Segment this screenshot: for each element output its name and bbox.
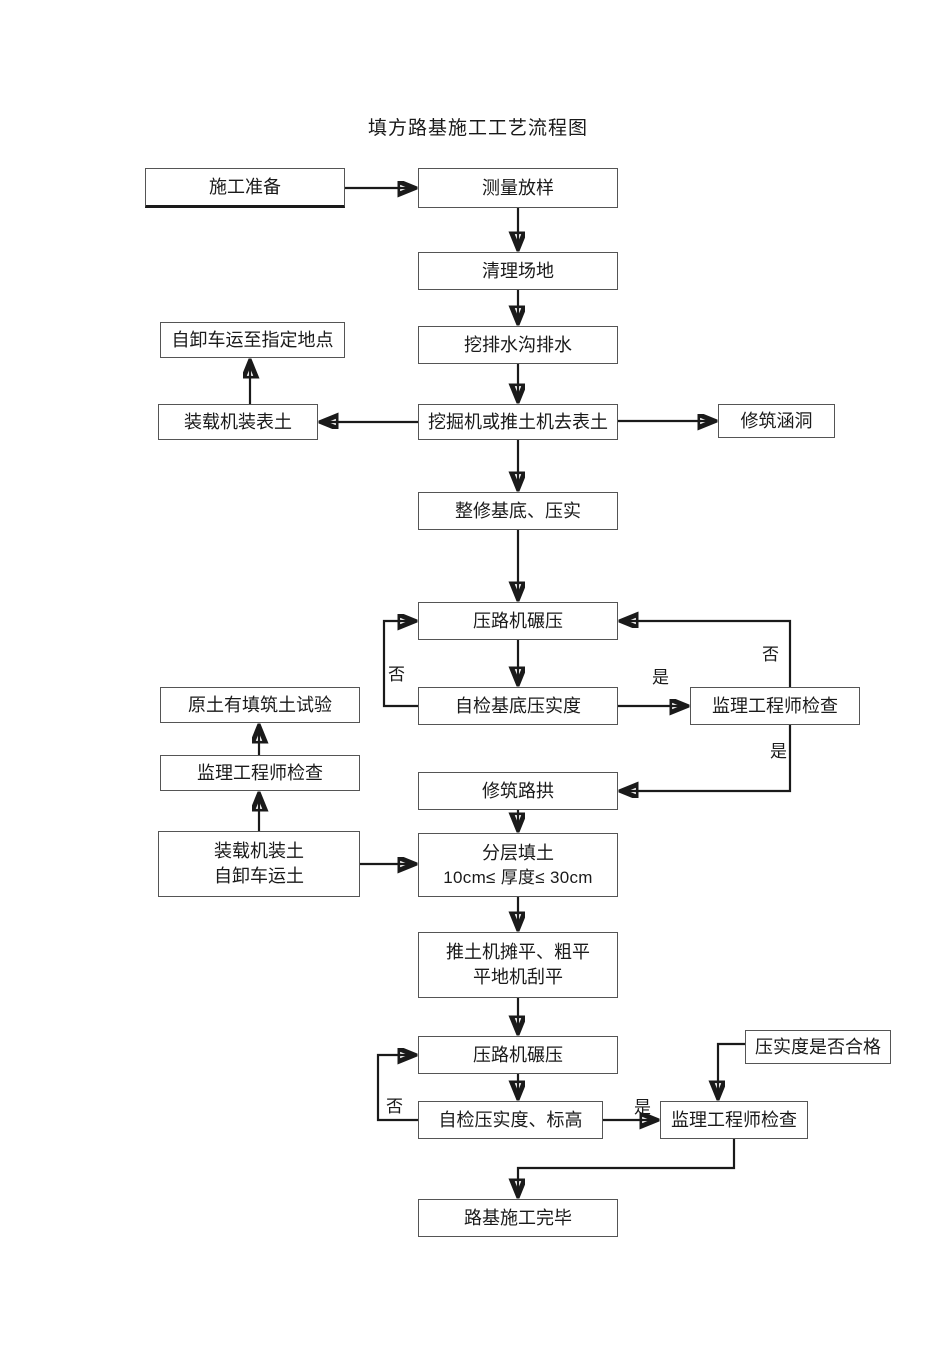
node-label: 自检压实度、标高 [438, 1109, 583, 1130]
edge-label-yes-1: 是 [652, 668, 669, 687]
node-label: 监理工程师检查 [197, 762, 323, 783]
node-excavator-strip-topsoil[interactable]: 挖掘机或推土机去表土 [418, 404, 618, 440]
node-roller-compaction-1[interactable]: 压路机碾压 [418, 602, 618, 640]
node-label: 推土机摊平、粗平 [446, 942, 590, 963]
node-loader-topsoil[interactable]: 装载机装表土 [158, 404, 318, 440]
node-subgrade-construction-complete[interactable]: 路基施工完毕 [418, 1199, 618, 1237]
node-label: 自卸车运至指定地点 [171, 329, 334, 350]
node-label: 自检基底压实度 [455, 695, 581, 716]
node-label: 压路机碾压 [473, 610, 563, 631]
node-dump-truck-to-site[interactable]: 自卸车运至指定地点 [160, 322, 345, 358]
node-label: 修筑涵洞 [740, 410, 813, 431]
node-label: 修筑路拱 [482, 780, 554, 801]
node-label: 路基施工完毕 [464, 1207, 572, 1228]
node-site-clearing[interactable]: 清理场地 [418, 252, 618, 290]
edge-label-no-1: 否 [388, 665, 405, 684]
node-label: 清理场地 [482, 260, 554, 281]
node-roller-compaction-2[interactable]: 压路机碾压 [418, 1036, 618, 1074]
edge-engineer1-yes-to-crown [622, 725, 792, 791]
node-label: 压路机碾压 [473, 1044, 563, 1065]
node-drainage-ditch[interactable]: 挖排水沟排水 [418, 326, 618, 364]
node-thickness-spec: 10cm≤ 厚度≤ 30cm [443, 867, 593, 887]
edge-label-no-2: 否 [762, 645, 779, 664]
edge-label-no-3: 否 [386, 1097, 403, 1116]
node-loader-and-dump-haul[interactable]: 装载机装土 自卸车运土 [158, 831, 360, 897]
page-title: 填方路基施工工艺流程图 [368, 118, 589, 139]
node-label: 装载机装表土 [184, 411, 292, 432]
node-label: 整修基底、压实 [455, 500, 581, 521]
node-density-qualified-question[interactable]: 压实度是否合格 [745, 1030, 891, 1064]
node-build-culvert[interactable]: 修筑涵洞 [718, 404, 835, 438]
node-label: 压实度是否合格 [755, 1036, 881, 1057]
node-self-check-base-density[interactable]: 自检基底压实度 [418, 687, 618, 725]
edge-engineer2-to-done [518, 1139, 736, 1195]
node-label-line2: 平地机刮平 [473, 967, 563, 987]
node-bulldozer-spread-grader-level[interactable]: 推土机摊平、粗平 平地机刮平 [418, 932, 618, 998]
node-label: 监理工程师检查 [671, 1109, 797, 1130]
node-survey-setting-out[interactable]: 测量放样 [418, 168, 618, 208]
node-original-fill-soil-test[interactable]: 原土有填筑土试验 [160, 687, 360, 723]
node-label: 挖排水沟排水 [464, 334, 572, 355]
node-label: 挖掘机或推土机去表土 [428, 411, 608, 432]
node-supervising-engineer-check-2[interactable]: 监理工程师检查 [660, 1101, 808, 1139]
node-supervising-engineer-check-0[interactable]: 监理工程师检查 [160, 755, 360, 791]
node-label: 施工准备 [209, 176, 281, 197]
node-build-road-crown[interactable]: 修筑路拱 [418, 772, 618, 810]
node-self-check-density-elevation[interactable]: 自检压实度、标高 [418, 1101, 603, 1139]
node-label: 测量放样 [482, 177, 554, 198]
edge-qualified-to-engineer2 [718, 1042, 745, 1097]
node-trim-compact-subgrade[interactable]: 整修基底、压实 [418, 492, 618, 530]
node-layered-filling[interactable]: 分层填土 10cm≤ 厚度≤ 30cm [418, 833, 618, 897]
edge-label-yes-2: 是 [770, 742, 787, 761]
node-label: 监理工程师检查 [712, 695, 838, 716]
node-construction-preparation[interactable]: 施工准备 [145, 168, 345, 208]
node-supervising-engineer-check-1[interactable]: 监理工程师检查 [690, 687, 860, 725]
edge-label-yes-3: 是 [634, 1098, 651, 1117]
node-label: 原土有填筑土试验 [188, 694, 332, 715]
node-label: 装载机装土 [214, 841, 304, 862]
node-label-line2: 自卸车运土 [214, 866, 304, 886]
node-label: 分层填土 [482, 842, 554, 863]
